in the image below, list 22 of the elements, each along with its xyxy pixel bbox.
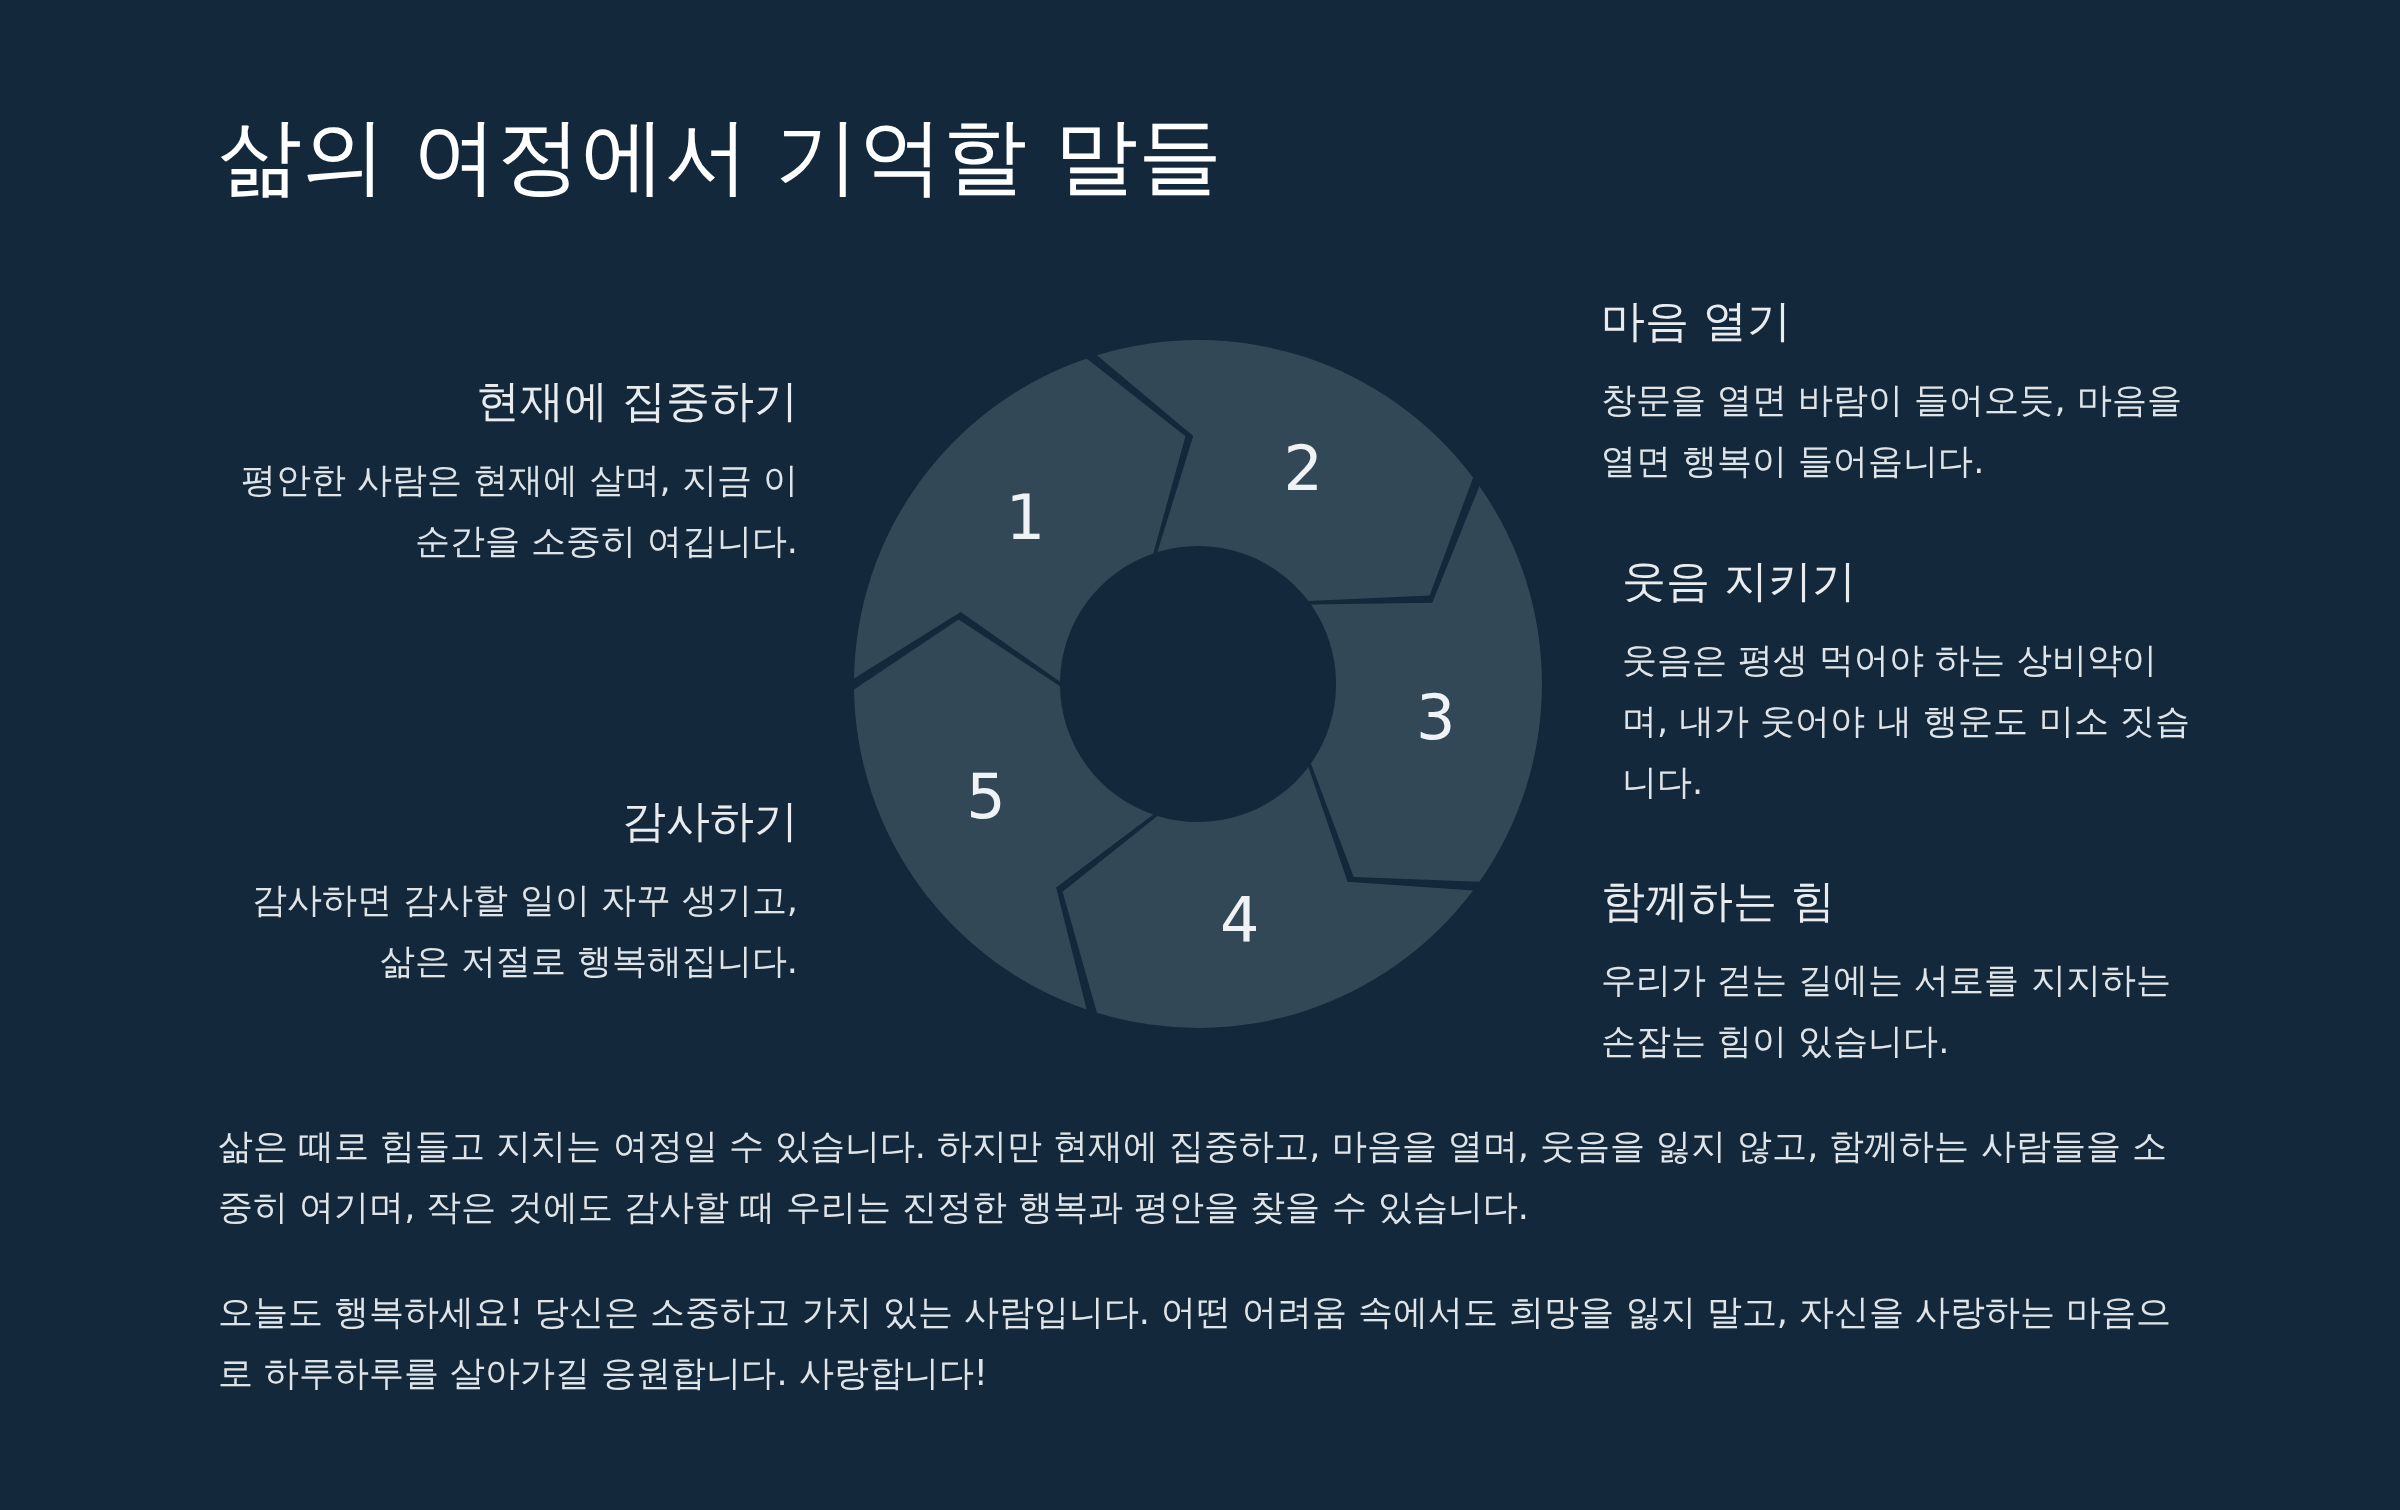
arrow-segment — [1062, 766, 1474, 1028]
arrow-segment — [854, 358, 1186, 682]
step-number: 1 — [1005, 480, 1046, 554]
paragraph: 오늘도 행복하세요! 당신은 소중하고 가치 있는 사람입니다. 어떤 어려움 속에서도 희망을 잃지 말고, 자신을 사랑하는 마음으로 하루하루를 살아가길 응원합니다. 사랑합니다! — [218, 1291, 2173, 1395]
step-number: 3 — [1415, 680, 1456, 754]
heading: 함께하는 힘 — [1601, 874, 1835, 928]
description: 감사하면 감사할 일이 자꾸 생기고, 삶은 저절로 행복해집니다. — [251, 879, 798, 983]
step-number: 4 — [1219, 883, 1260, 957]
arrow-segment — [1096, 340, 1474, 602]
arrow-segment — [854, 619, 1154, 1010]
heading: 감사하기 — [621, 794, 798, 848]
description: 평안한 사람은 현재에 살며, 지금 이 순간을 소중히 여깁니다. — [240, 459, 798, 563]
description: 창문을 열면 바람이 들어오듯, 마음을 열면 행복이 들어옵니다. — [1601, 379, 2183, 483]
heading: 마음 열기 — [1601, 294, 1791, 348]
title: 삶의 여정에서 기억할 말들 — [218, 106, 1223, 207]
description: 웃음은 평생 먹어야 하는 상비약이며, 내가 웃어야 내 행운도 미소 짓습니다. — [1622, 639, 2191, 804]
step-number: 2 — [1283, 431, 1323, 505]
paragraph: 삶은 때로 힘들고 지치는 여정일 수 있습니다. 하지만 현재에 집중하고, 마음을 열며, 웃음을 잃지 않고, 함께하는 사람들을 소중히 여기며, 작은 것에도 감사할 때 우리는 진정한 행복과 평안을 찾을 수 있습니다. — [218, 1125, 2168, 1229]
step-number: 5 — [966, 760, 1006, 834]
description: 우리가 걷는 길에는 서로를 지지하는 손잡는 힘이 있습니다. — [1601, 959, 2172, 1063]
heading: 현재에 집중하기 — [475, 374, 798, 428]
heading: 웃음 지키기 — [1622, 554, 1856, 608]
